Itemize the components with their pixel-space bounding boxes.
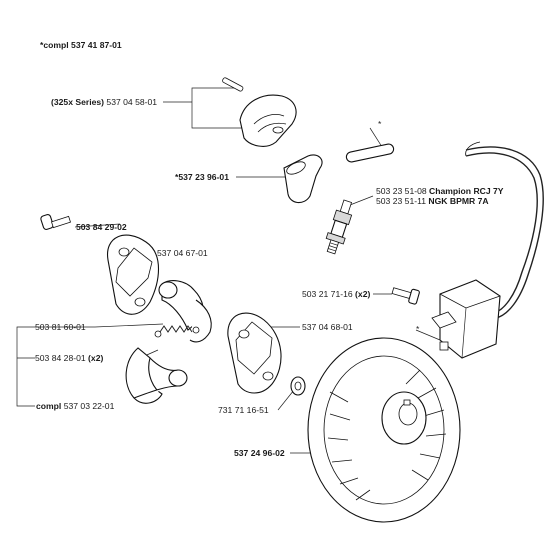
label-boot: *537 23 96-01 (175, 172, 229, 182)
label-shoe: 503 84 28-01 (x2) (35, 353, 104, 363)
spark-plug-cap (239, 94, 297, 147)
ignition-lead (465, 141, 544, 319)
washer (290, 376, 306, 396)
clutch-plate-1 (107, 234, 159, 315)
spark-plug-boot (283, 154, 323, 204)
label-coil-screw: 503 21 71-16 (x2) (302, 289, 371, 299)
label-plate-1: 537 04 67-01 (157, 248, 208, 258)
clutch-shoe-1 (158, 280, 212, 343)
label-screw-top: 503 84 29-02 (76, 222, 127, 232)
flywheel (307, 337, 461, 523)
label-spark-plug-2: 503 23 51-11 NGK BPMR 7A (376, 196, 489, 206)
label-plate-2: 537 04 68-01 (302, 322, 353, 332)
clutch-shoe-2 (125, 347, 188, 404)
spark-plug (325, 199, 353, 255)
clutch-plate-2 (227, 312, 282, 394)
label-top-set: *compl 537 41 87-01 (40, 40, 122, 50)
clutch-spring (154, 325, 200, 338)
label-cap-series: (325x Series) 537 04 58-01 (51, 97, 158, 107)
label-spark-plug-1: 503 23 51-08 Champion RCJ 7Y (376, 186, 504, 196)
label-washer: 731 71 16-51 (218, 405, 269, 415)
cap-pin (222, 77, 244, 92)
label-spring: 503 81 60-01 (35, 322, 86, 332)
coil-screw (391, 287, 420, 305)
label-star-coil: * (416, 324, 420, 334)
label-clutch-compl: compl 537 03 22-01 (36, 401, 115, 411)
label-star-wire: * (378, 119, 382, 129)
label-flywheel: 537 24 96-02 (234, 448, 285, 458)
clutch-screw (40, 214, 71, 230)
ignition-module (431, 279, 501, 359)
hv-sleeve (345, 143, 395, 163)
